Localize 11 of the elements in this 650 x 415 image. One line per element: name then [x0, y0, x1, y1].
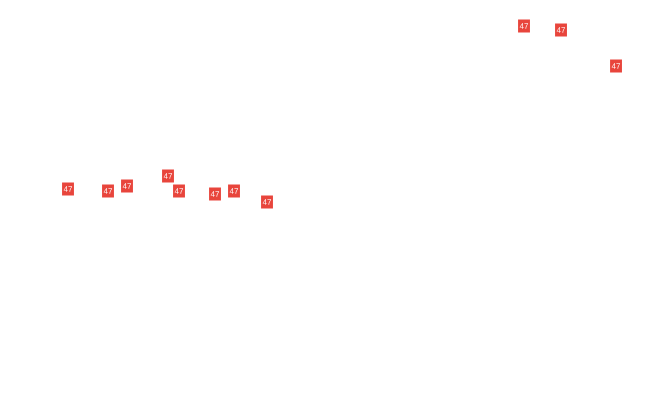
marker-label: 47	[121, 180, 133, 192]
marker-label: 47	[102, 184, 114, 198]
marker-label: 47	[610, 60, 622, 72]
marker-label: 47	[518, 20, 530, 32]
marker-label: 47	[209, 188, 221, 200]
marker-label: 47	[555, 24, 567, 36]
marker-label: 47	[162, 170, 174, 182]
marker-label: 47	[228, 184, 240, 198]
marker-label: 47	[62, 182, 74, 196]
marker-label: 47	[261, 196, 273, 208]
marker-label: 47	[173, 184, 185, 198]
